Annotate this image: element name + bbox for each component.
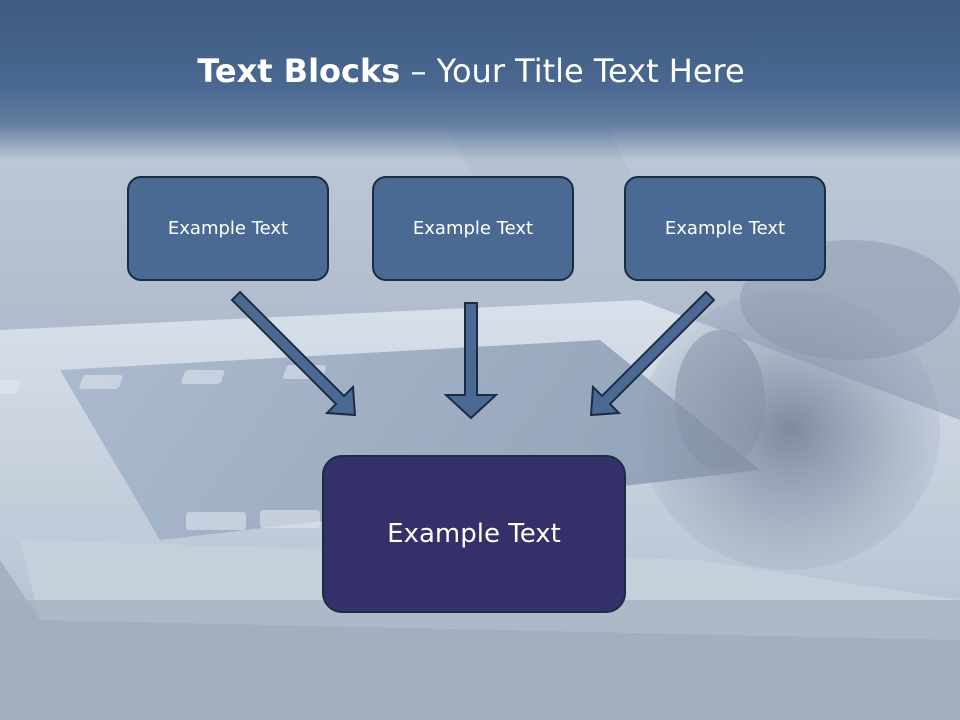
target-block: Example Text: [322, 455, 626, 613]
title-bold-part: Text Blocks: [197, 52, 401, 90]
text-block-1: Example Text: [127, 176, 329, 281]
header-band: [0, 0, 960, 160]
target-block-label: Example Text: [387, 519, 561, 549]
arrow-down-icon: [443, 302, 499, 420]
text-block-2-label: Example Text: [412, 218, 534, 239]
text-block-1-label: Example Text: [167, 218, 289, 239]
text-block-3-label: Example Text: [664, 218, 786, 239]
title-rest-part: – Your Title Text Here: [400, 52, 745, 90]
text-block-2: Example Text: [372, 176, 574, 281]
slide-title: Text Blocks – Your Title Text Here: [0, 52, 942, 90]
text-block-3: Example Text: [624, 176, 826, 281]
arrow-left-icon: [230, 290, 357, 417]
arrow-right-icon: [589, 290, 716, 417]
